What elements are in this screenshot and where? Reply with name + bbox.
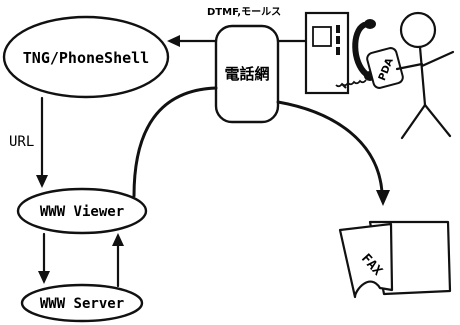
edge-network-to-phoneshell	[167, 35, 218, 47]
fax-paper	[338, 222, 394, 299]
person-arm-left	[395, 62, 424, 71]
edge-phoneshell-to-viewer	[36, 96, 48, 188]
arrowhead	[112, 233, 124, 246]
server-ellipse	[20, 283, 144, 323]
network-label: 電話網	[224, 65, 269, 83]
url-label: URL	[9, 134, 34, 150]
edge-server-to-viewer	[112, 233, 124, 288]
server-label: WWW Server	[40, 296, 124, 312]
phone-key	[336, 25, 340, 33]
arrowhead	[376, 190, 390, 206]
arrowhead	[36, 175, 48, 188]
phone-display	[312, 26, 332, 47]
person-head	[399, 11, 437, 49]
phoneshell-ellipse	[2, 15, 170, 99]
phone-key	[336, 47, 340, 55]
edge-viewer-to-network	[132, 86, 218, 198]
handset	[352, 22, 369, 77]
edge-network-to-fax	[276, 100, 390, 206]
phone-cord-end	[341, 83, 347, 89]
dtmf-label: DTMF,モールス	[207, 6, 281, 18]
pda-icon: PDA	[366, 47, 404, 89]
node-phoneshell: TNG/PhoneShell	[2, 15, 170, 99]
node-network: 電話網	[214, 24, 280, 124]
network-box	[214, 24, 280, 124]
edge-line	[276, 100, 384, 194]
person-leg-right	[423, 103, 452, 138]
arrowhead	[167, 35, 180, 47]
person-leg-left	[400, 103, 427, 140]
viewer-ellipse	[16, 187, 148, 235]
handset-earpiece	[364, 19, 376, 29]
viewer-label: WWW Viewer	[40, 204, 124, 220]
node-viewer: WWW Viewer	[16, 187, 148, 235]
phone-body	[304, 11, 350, 95]
edge-viewer-to-server	[38, 232, 50, 284]
phoneshell-label: TNG/PhoneShell	[23, 49, 149, 67]
person-icon	[395, 11, 455, 140]
phone-key	[336, 36, 340, 44]
person-body	[418, 45, 427, 107]
node-server: WWW Server	[20, 283, 144, 323]
person-arm-right	[420, 50, 455, 68]
pda-body	[366, 47, 404, 89]
fax-icon: FAX	[338, 220, 452, 299]
arrowhead	[38, 271, 50, 284]
telephone-icon	[304, 11, 376, 95]
